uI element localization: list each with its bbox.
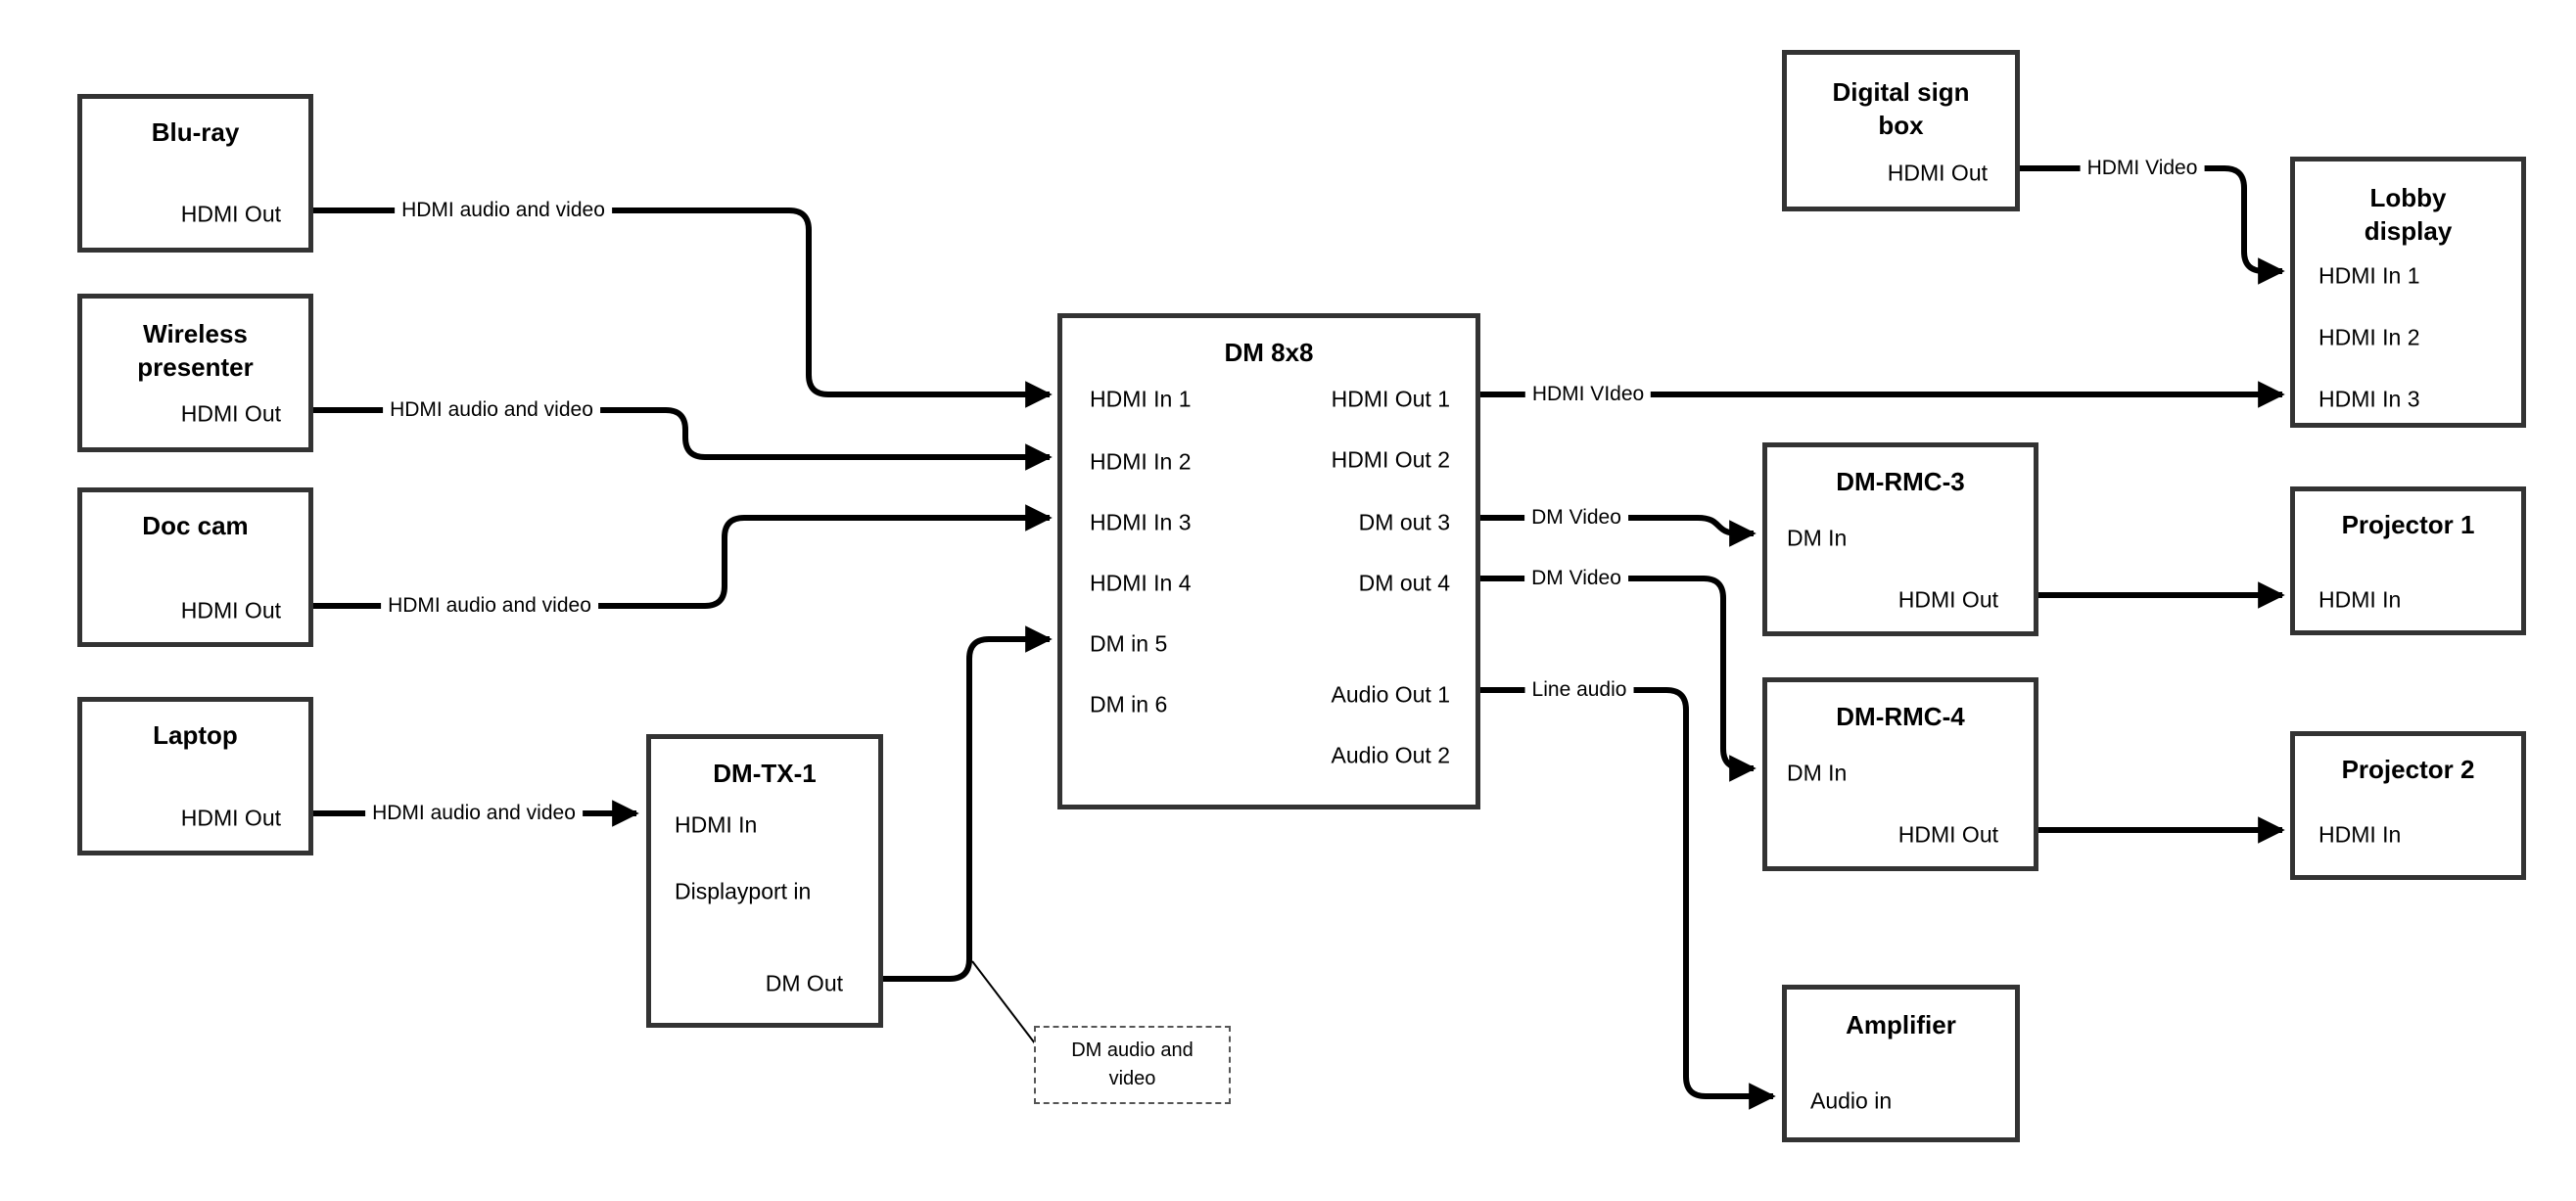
note-dm-audio-video: DM audio and video xyxy=(1034,1026,1231,1104)
connector-label-wireless: HDMI audio and video xyxy=(383,398,600,422)
port-hdmi-out: HDMI Out xyxy=(180,400,281,427)
note-line: video xyxy=(1108,1068,1156,1089)
connector-doccam-to-dm8x8-in3 xyxy=(313,504,1053,609)
node-projector-2: Projector 2 HDMI In xyxy=(2290,731,2526,880)
node-title: Amplifier xyxy=(1846,1010,1956,1039)
node-title: DM-RMC-3 xyxy=(1836,467,1965,496)
port-dm-in-5: DM in 5 xyxy=(1090,630,1168,657)
port-audio-out-2: Audio Out 2 xyxy=(1331,742,1450,768)
connector-label-doccam: HDMI audio and video xyxy=(381,594,598,618)
node-title: Projector 1 xyxy=(2341,510,2475,539)
port-hdmi-out: HDMI Out xyxy=(1897,821,1998,848)
port-dm-in: DM In xyxy=(1787,760,1848,786)
connector-label-dm-video-out3: DM Video xyxy=(1524,506,1628,530)
connector-label-line-audio: Line audio xyxy=(1524,678,1634,702)
node-dm-rmc-3: DM-RMC-3 DM In HDMI Out xyxy=(1762,442,2038,636)
port-hdmi-out: HDMI Out xyxy=(180,201,281,227)
node-title: Blu-ray xyxy=(151,117,240,147)
port-hdmi-out: HDMI Out xyxy=(1897,586,1998,613)
port-hdmi-out-2: HDMI Out 2 xyxy=(1331,446,1450,473)
port-audio-in: Audio in xyxy=(1810,1087,1893,1114)
port-hdmi-in-4: HDMI In 4 xyxy=(1090,570,1192,596)
connector-dm8x8-out3-to-dmrmc3 xyxy=(1469,515,1756,547)
port-dm-out-3: DM out 3 xyxy=(1358,509,1450,535)
port-hdmi-in-2: HDMI In 2 xyxy=(2318,324,2420,350)
node-dm-8x8: DM 8x8 HDMI In 1 HDMI In 2 HDMI In 3 HDM… xyxy=(1057,313,1480,809)
node-dm-tx-1: DM-TX-1 HDMI In Displayport in DM Out xyxy=(646,734,883,1028)
connector-label-bluray: HDMI audio and video xyxy=(395,199,612,222)
port-hdmi-in: HDMI In xyxy=(2318,821,2402,848)
port-hdmi-in-3: HDMI In 3 xyxy=(2318,386,2420,412)
connector-digitalsign-to-lobby-in1 xyxy=(2018,165,2285,285)
port-hdmi-in: HDMI In xyxy=(675,811,758,838)
node-title: DM-RMC-4 xyxy=(1836,702,1965,731)
port-hdmi-out: HDMI Out xyxy=(180,805,281,831)
port-hdmi-out-1: HDMI Out 1 xyxy=(1331,386,1450,412)
port-hdmi-in: HDMI In xyxy=(2318,586,2402,613)
connector-dm8x8-out4-to-dmrmc4 xyxy=(1469,576,1756,782)
connector-wireless-to-dm8x8-in2 xyxy=(313,407,1053,471)
node-laptop: Laptop HDMI Out xyxy=(77,697,313,855)
connector-dmtx1-to-dm8x8-in5 xyxy=(881,625,1053,982)
node-title: Laptop xyxy=(153,720,238,750)
node-title: DM-TX-1 xyxy=(713,759,817,788)
port-displayport-in: Displayport in xyxy=(675,878,812,904)
node-amplifier: Amplifier Audio in xyxy=(1782,985,2020,1142)
connector-label-laptop: HDMI audio and video xyxy=(365,802,583,825)
port-hdmi-out: HDMI Out xyxy=(180,597,281,624)
port-hdmi-in-1: HDMI In 1 xyxy=(1090,386,1192,412)
node-title: Doc cam xyxy=(142,511,249,540)
port-hdmi-in-3: HDMI In 3 xyxy=(1090,509,1192,535)
connector-bluray-to-dm8x8-in1 xyxy=(313,208,1053,408)
port-hdmi-out: HDMI Out xyxy=(1887,160,1988,186)
port-dm-in-6: DM in 6 xyxy=(1090,691,1168,717)
note-callout-line xyxy=(971,960,1036,1044)
node-blu-ray: Blu-ray HDMI Out xyxy=(77,94,313,253)
node-doc-cam: Doc cam HDMI Out xyxy=(77,487,313,647)
node-title: Projector 2 xyxy=(2341,755,2475,784)
node-title: DM 8x8 xyxy=(1224,338,1314,367)
port-hdmi-in-2: HDMI In 2 xyxy=(1090,448,1192,475)
note-line: DM audio and xyxy=(1071,1039,1194,1061)
connector-label-hdmi-video-out1: HDMI VIdeo xyxy=(1524,383,1652,406)
connector-dm8x8-audio1-to-amplifier xyxy=(1469,687,1776,1110)
port-dm-in: DM In xyxy=(1787,525,1848,551)
port-dm-out: DM Out xyxy=(765,970,843,996)
port-audio-out-1: Audio Out 1 xyxy=(1331,681,1450,708)
connector-label-dm-video-out4: DM Video xyxy=(1524,567,1628,590)
port-dm-out-4: DM out 4 xyxy=(1358,570,1450,596)
node-dm-rmc-4: DM-RMC-4 DM In HDMI Out xyxy=(1762,677,2038,871)
port-hdmi-in-1: HDMI In 1 xyxy=(2318,262,2420,289)
connector-label-digital-sign: HDMI Video xyxy=(2080,157,2205,180)
node-projector-1: Projector 1 HDMI In xyxy=(2290,486,2526,635)
